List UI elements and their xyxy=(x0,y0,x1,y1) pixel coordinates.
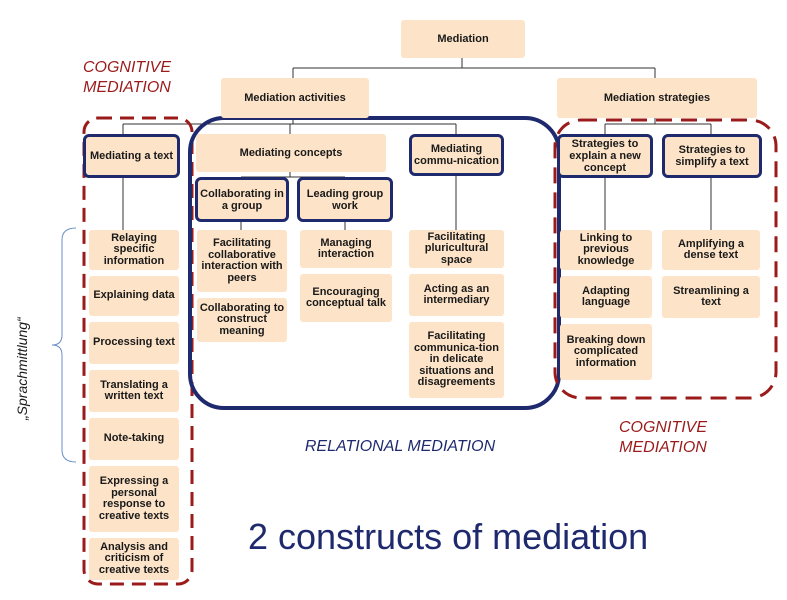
leaf-item: Facilitating collaborative interaction w… xyxy=(197,230,287,292)
leaf-item: Managing interaction xyxy=(300,230,392,268)
leaf-item: Facilitating communica-tion in delicate … xyxy=(409,322,504,398)
node-leading-group-work: Leading group work xyxy=(297,177,393,222)
leaf-item: Collaborating to construct meaning xyxy=(197,298,287,342)
node-collaborating-group: Collaborating in a group xyxy=(195,177,289,222)
node-mediating-concepts: Mediating concepts xyxy=(196,134,386,172)
label-relational-mediation: RELATIONAL MEDIATION xyxy=(304,438,496,455)
node-mediation-strategies: Mediation strategies xyxy=(557,78,757,118)
leaf-item: Streamlining a text xyxy=(662,276,760,318)
leaf-item: Linking to previous knowledge xyxy=(560,230,652,270)
leaf-item: Facilitating pluricultural space xyxy=(409,230,504,268)
leaf-item: Note-taking xyxy=(89,418,179,460)
leaf-item: Adapting language xyxy=(560,276,652,318)
node-strategies-simplify: Strategies to simplify a text xyxy=(662,134,762,178)
node-mediation: Mediation xyxy=(401,20,525,58)
leaf-item: Encouraging conceptual talk xyxy=(300,274,392,322)
node-mediating-text: Mediating a text xyxy=(83,134,180,178)
label-cognitive-mediation-bottom: COGNITIVE MEDIATION xyxy=(618,419,707,456)
leaf-item: Explaining data xyxy=(89,276,179,316)
leaf-item: Acting as an intermediary xyxy=(409,274,504,316)
leaf-item: Breaking down complicated information xyxy=(560,324,652,380)
leaf-item: Translating a written text xyxy=(89,370,179,412)
label-sprachmittlung: „Sprachmittlung“ xyxy=(14,317,30,420)
label-cognitive-mediation-top: COGNITIVE MEDIATION xyxy=(82,59,171,96)
leaf-item: Analysis and criticism of creative texts xyxy=(89,538,179,580)
node-mediation-activities: Mediation activities xyxy=(221,78,369,118)
leaf-item: Relaying specific information xyxy=(89,230,179,270)
leaf-item: Processing text xyxy=(89,322,179,364)
diagram-title: 2 constructs of mediation xyxy=(248,516,649,557)
leaf-item: Amplifying a dense text xyxy=(662,230,760,270)
node-mediating-communication: Mediating commu-nication xyxy=(409,134,504,176)
leaf-item: Expressing a personal response to creati… xyxy=(89,466,179,532)
node-strategies-explain: Strategies to explain a new concept xyxy=(557,134,653,178)
